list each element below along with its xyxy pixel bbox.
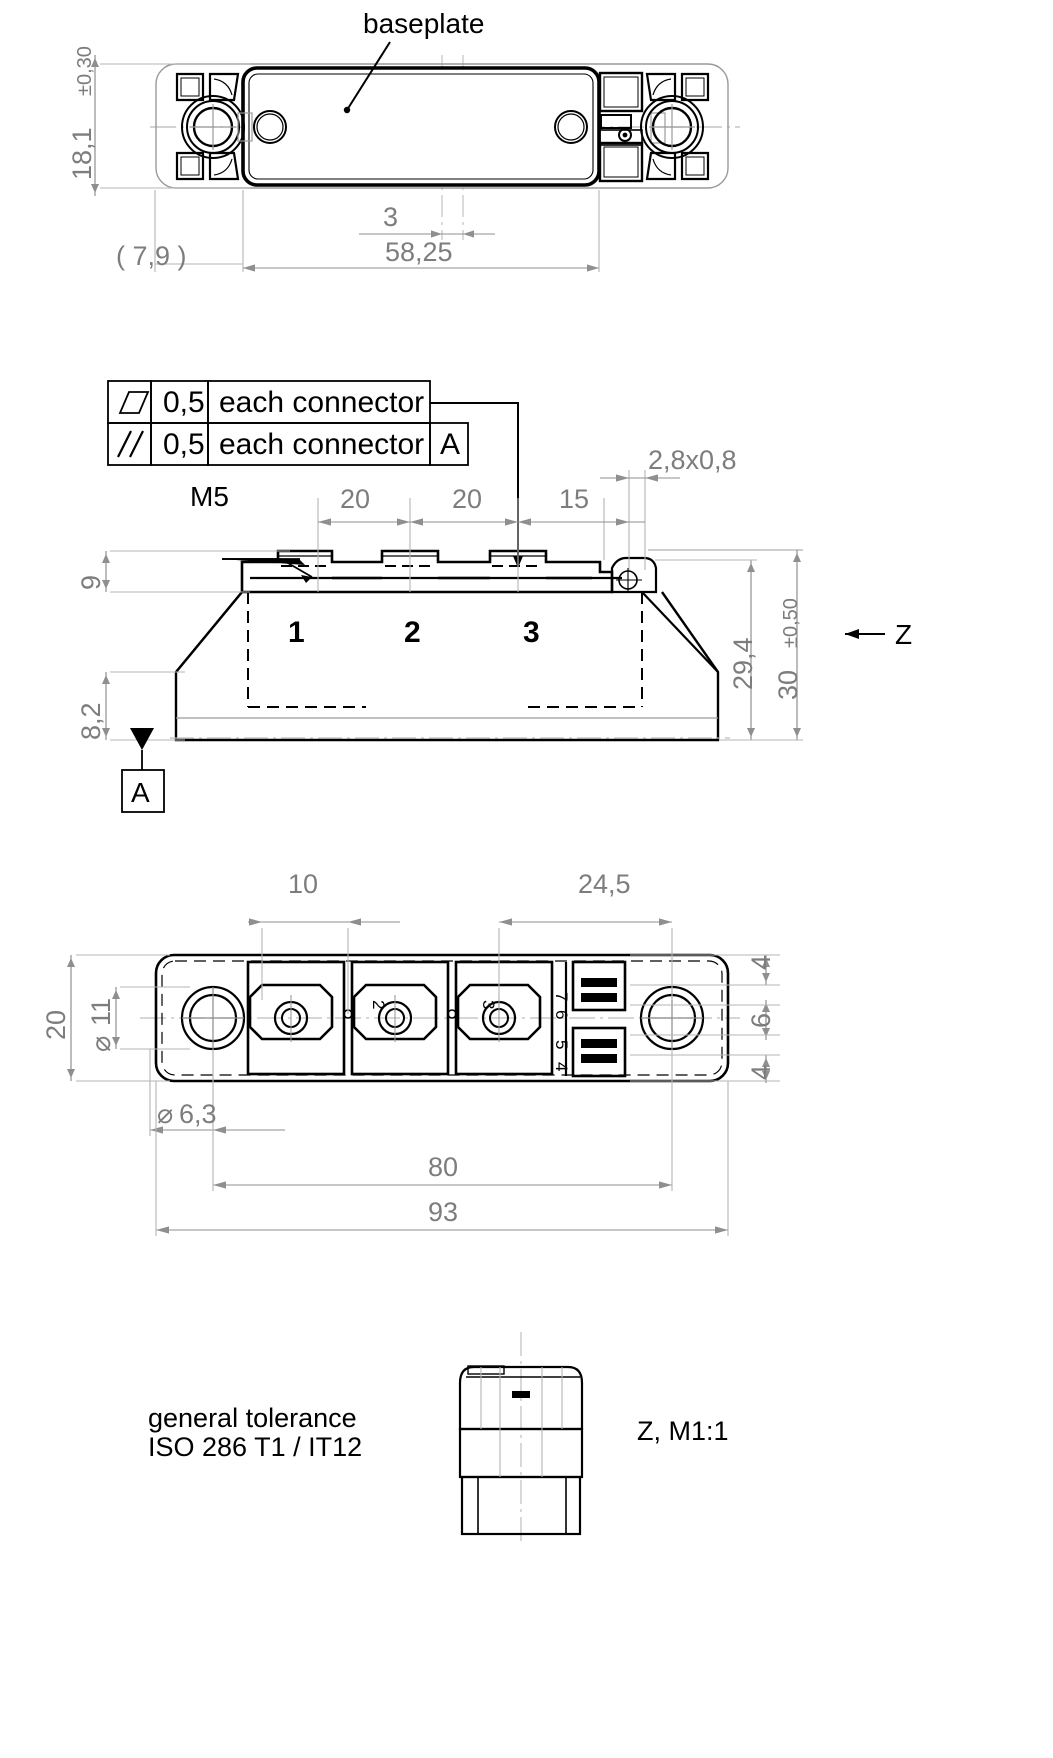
pin-label-1: 1: [288, 616, 305, 649]
datum-a-label: A: [131, 777, 150, 808]
terminal-mark-7: 7: [552, 992, 571, 1001]
dim-29-4: [655, 559, 757, 740]
dim-15-value: 15: [559, 484, 589, 514]
top-view: [91, 41, 740, 272]
dim-10-value: 10: [288, 869, 318, 899]
dim-18-1-value: 18,1: [67, 127, 97, 180]
dim-80: [212, 1049, 673, 1191]
dim-24-5: [498, 918, 673, 1000]
bottom-view: [67, 918, 780, 1236]
dim-7-9-value: ( 7,9 ): [116, 241, 187, 271]
dim-58-25-value: 58,25: [385, 237, 453, 267]
dim-dia-11-value: 11: [86, 998, 116, 1026]
mounting-hole-left: [175, 72, 253, 181]
dim-30-value: 30: [773, 670, 803, 700]
dim-right-stack: [630, 954, 780, 1083]
baseplate-outline: [241, 66, 601, 187]
dim-8-2: [102, 671, 185, 741]
dim-93: [155, 1081, 729, 1236]
aux-pin-block-top: [571, 960, 627, 1012]
dim-2-8x0-8: [600, 474, 680, 482]
pin-label-3: 3: [523, 616, 540, 649]
tolerance-row1-value: 0,5: [163, 386, 205, 419]
m5-leader: [222, 558, 313, 583]
dim-dia-6-3-value: 6,3: [179, 1099, 217, 1129]
terminal-block-2: [350, 960, 450, 1076]
dim-18-1-tolerance: ±0,30: [74, 46, 96, 96]
dim-20-b-value: 20: [452, 484, 482, 514]
view-z-arrow: [845, 629, 885, 639]
dim-dia-11-symbol: ⌀: [86, 1036, 116, 1052]
pin-label-2: 2: [404, 616, 421, 649]
baseplate-leader: [343, 41, 391, 114]
view-z-caption: Z, M1:1: [637, 1416, 729, 1446]
dim-8-2-value: 8,2: [76, 702, 106, 740]
mounting-hole-right: [640, 72, 710, 181]
dia-6-3-group: ⌀ 6,3: [157, 1099, 217, 1129]
bottom-hole-left: [180, 985, 246, 1051]
dim-right-6-value: 6: [746, 1013, 776, 1028]
dim-30-tolerance: ±0,50: [780, 598, 802, 648]
general-tolerance-line2: ISO 286 T1 / IT12: [148, 1432, 362, 1462]
dim-9-value: 9: [76, 575, 106, 590]
dim-3: [359, 230, 495, 238]
terminal-mark-4: 4: [552, 1062, 571, 1071]
dim-dia-11: [112, 986, 190, 1050]
terminal-mark-2: 2: [369, 1000, 388, 1009]
tolerance-row2-feature: each connector: [219, 428, 424, 461]
dim-80-value: 80: [428, 1152, 458, 1182]
view-z-arrow-label: Z: [895, 619, 912, 650]
terminal-mark-5: 5: [552, 1040, 571, 1049]
dim-20-a-value: 20: [340, 484, 370, 514]
tolerance-row2-datum: A: [440, 428, 460, 461]
dim-chain-real: [318, 518, 645, 526]
dim-10: [248, 918, 400, 1014]
dim-29-4-value: 29,4: [728, 637, 758, 690]
pilot-hole-right: [554, 110, 588, 144]
terminal-block-1: [246, 960, 346, 1076]
dim-right-4-top-value: 4: [746, 955, 776, 970]
dim-3-value: 3: [383, 202, 398, 232]
dim-93-value: 93: [428, 1197, 458, 1227]
tolerance-row1-feature: each connector: [219, 386, 424, 419]
dim-20-bottom-value: 20: [41, 1010, 71, 1040]
dim-18-1: [91, 55, 250, 196]
datum-a-side: [121, 728, 165, 813]
terminal-mark-3: 3: [479, 1000, 498, 1009]
detail-view-z: [458, 1332, 584, 1545]
dim-30: [648, 549, 803, 741]
baseplate-label: baseplate: [363, 8, 484, 39]
dim-right-4-bottom-value: 4: [746, 1065, 776, 1080]
dim-24-5-value: 24,5: [578, 869, 631, 899]
dim-2-8x0-8-value: 2,8x0,8: [648, 445, 737, 475]
dim-9: [102, 550, 290, 593]
dim-dia-6-3-symbol: ⌀: [157, 1099, 173, 1129]
side-view: [102, 470, 885, 813]
tolerance-row2-value: 0,5: [163, 428, 205, 461]
aux-pin-block-bottom: [571, 1026, 627, 1078]
terminal-mark-6: 6: [552, 1010, 571, 1019]
dim-20-vert: [67, 954, 170, 1082]
dim-58-25: [243, 264, 599, 272]
pilot-hole-left: [253, 110, 287, 144]
m5-label: M5: [190, 481, 229, 512]
dia-11-group: ⌀ 11: [86, 998, 116, 1052]
terminal-block-3: [454, 960, 554, 1076]
general-tolerance-line1: general tolerance: [148, 1403, 357, 1433]
